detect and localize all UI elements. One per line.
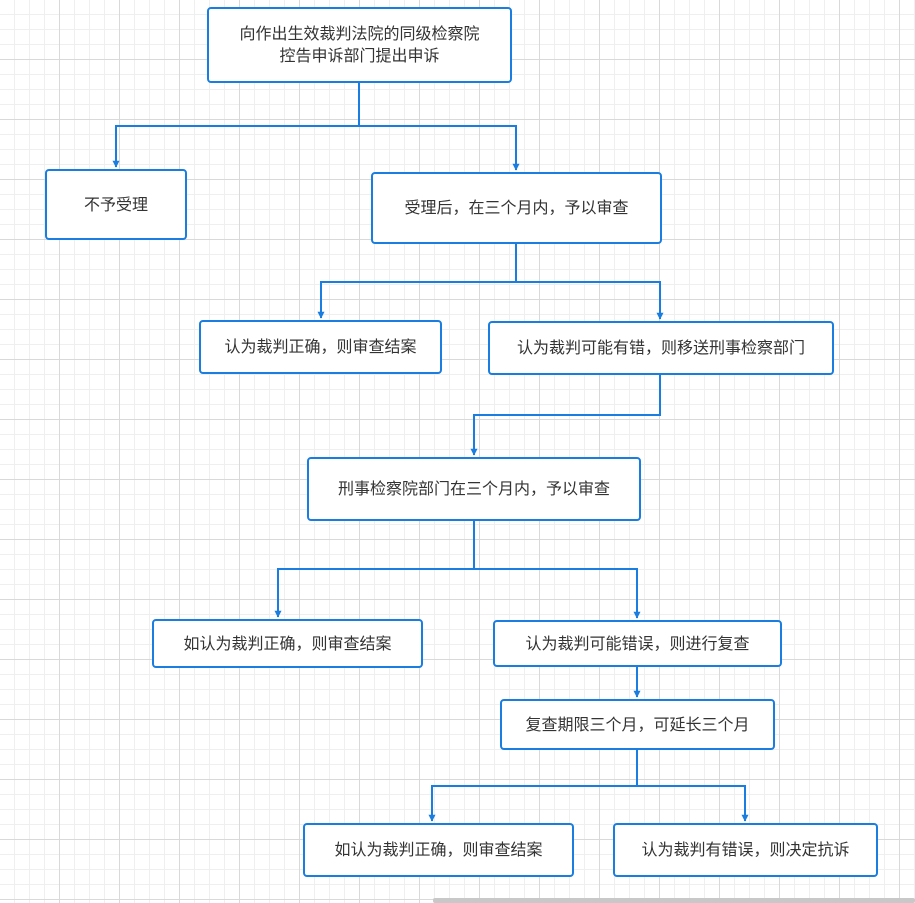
edge-n6-n8 — [473, 521, 641, 619]
edge-n1-n3 — [358, 82, 520, 171]
node-criminal-dept-review[interactable]: 刑事检察院部门在三个月内，予以审查 — [307, 457, 641, 521]
node-review-period[interactable]: 复查期限三个月，可延长三个月 — [500, 699, 775, 750]
node-submit-appeal[interactable]: 向作出生效裁判法院的同级检察院 控告申诉部门提出申诉 — [207, 7, 512, 83]
node-transfer-criminal-dept[interactable]: 认为裁判可能有错，则移送刑事检察部门 — [488, 321, 834, 375]
edge-n9-n10 — [428, 749, 638, 822]
node-judgment-correct-close[interactable]: 认为裁判正确，则审查结案 — [199, 320, 442, 374]
node-if-correct-close-2[interactable]: 如认为裁判正确，则审查结案 — [303, 823, 574, 877]
edge-n6-n7 — [274, 521, 475, 618]
edge-n3-n4 — [317, 243, 517, 319]
node-decide-protest[interactable]: 认为裁判有错误，则决定抗诉 — [613, 823, 878, 877]
edge-n9-n11 — [636, 749, 749, 822]
edge-n1-n2 — [112, 82, 360, 168]
node-review-three-months[interactable]: 受理后，在三个月内，予以审查 — [371, 172, 662, 244]
node-reinvestigate[interactable]: 认为裁判可能错误，则进行复查 — [493, 620, 782, 667]
node-if-correct-close-1[interactable]: 如认为裁判正确，则审查结案 — [152, 619, 423, 668]
node-not-accepted[interactable]: 不予受理 — [45, 169, 187, 240]
horizontal-scrollbar[interactable] — [433, 898, 915, 903]
edge-n3-n5 — [515, 243, 664, 320]
edge-n5-n6 — [470, 374, 661, 456]
